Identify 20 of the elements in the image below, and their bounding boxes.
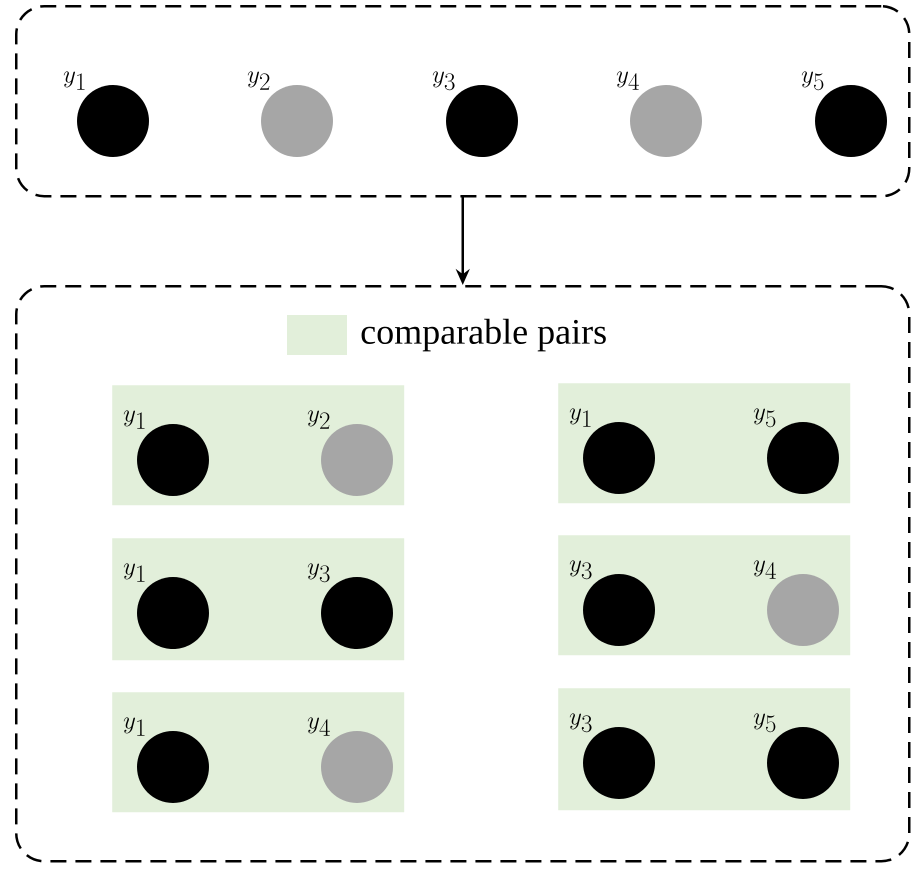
variable-label: $y_{2}$ bbox=[248, 71, 270, 90]
variable-label: $y_{3}$ bbox=[570, 560, 592, 580]
variable-label: $y_{4}$ bbox=[754, 560, 776, 579]
variable-label: $y_{1}$ bbox=[124, 563, 145, 582]
variable-label: $y_{5}$ bbox=[802, 71, 824, 90]
variable-label: $y_{1}$ bbox=[124, 410, 145, 429]
variable-label: $y_{3}$ bbox=[432, 71, 455, 90]
variable-label: $y_{5}$ bbox=[754, 713, 776, 732]
dashed-frame bbox=[15, 5, 910, 198]
dashed-frame bbox=[15, 285, 910, 862]
variable-label: $y_{4}$ bbox=[616, 71, 639, 90]
variable-label: $y_{4}$ bbox=[308, 717, 330, 736]
variable-label: $y_{3}$ bbox=[570, 713, 592, 732]
variable-label: $y_{5}$ bbox=[754, 408, 776, 428]
variable-label: $y_{1}$ bbox=[64, 71, 85, 90]
variable-label: $y_{1}$ bbox=[570, 408, 591, 427]
variable-label: $y_{2}$ bbox=[308, 410, 330, 429]
variable-label: $y_{3}$ bbox=[308, 563, 330, 582]
legend-label: comparable pairs bbox=[362, 318, 606, 352]
variable-label: $y_{1}$ bbox=[124, 717, 145, 736]
